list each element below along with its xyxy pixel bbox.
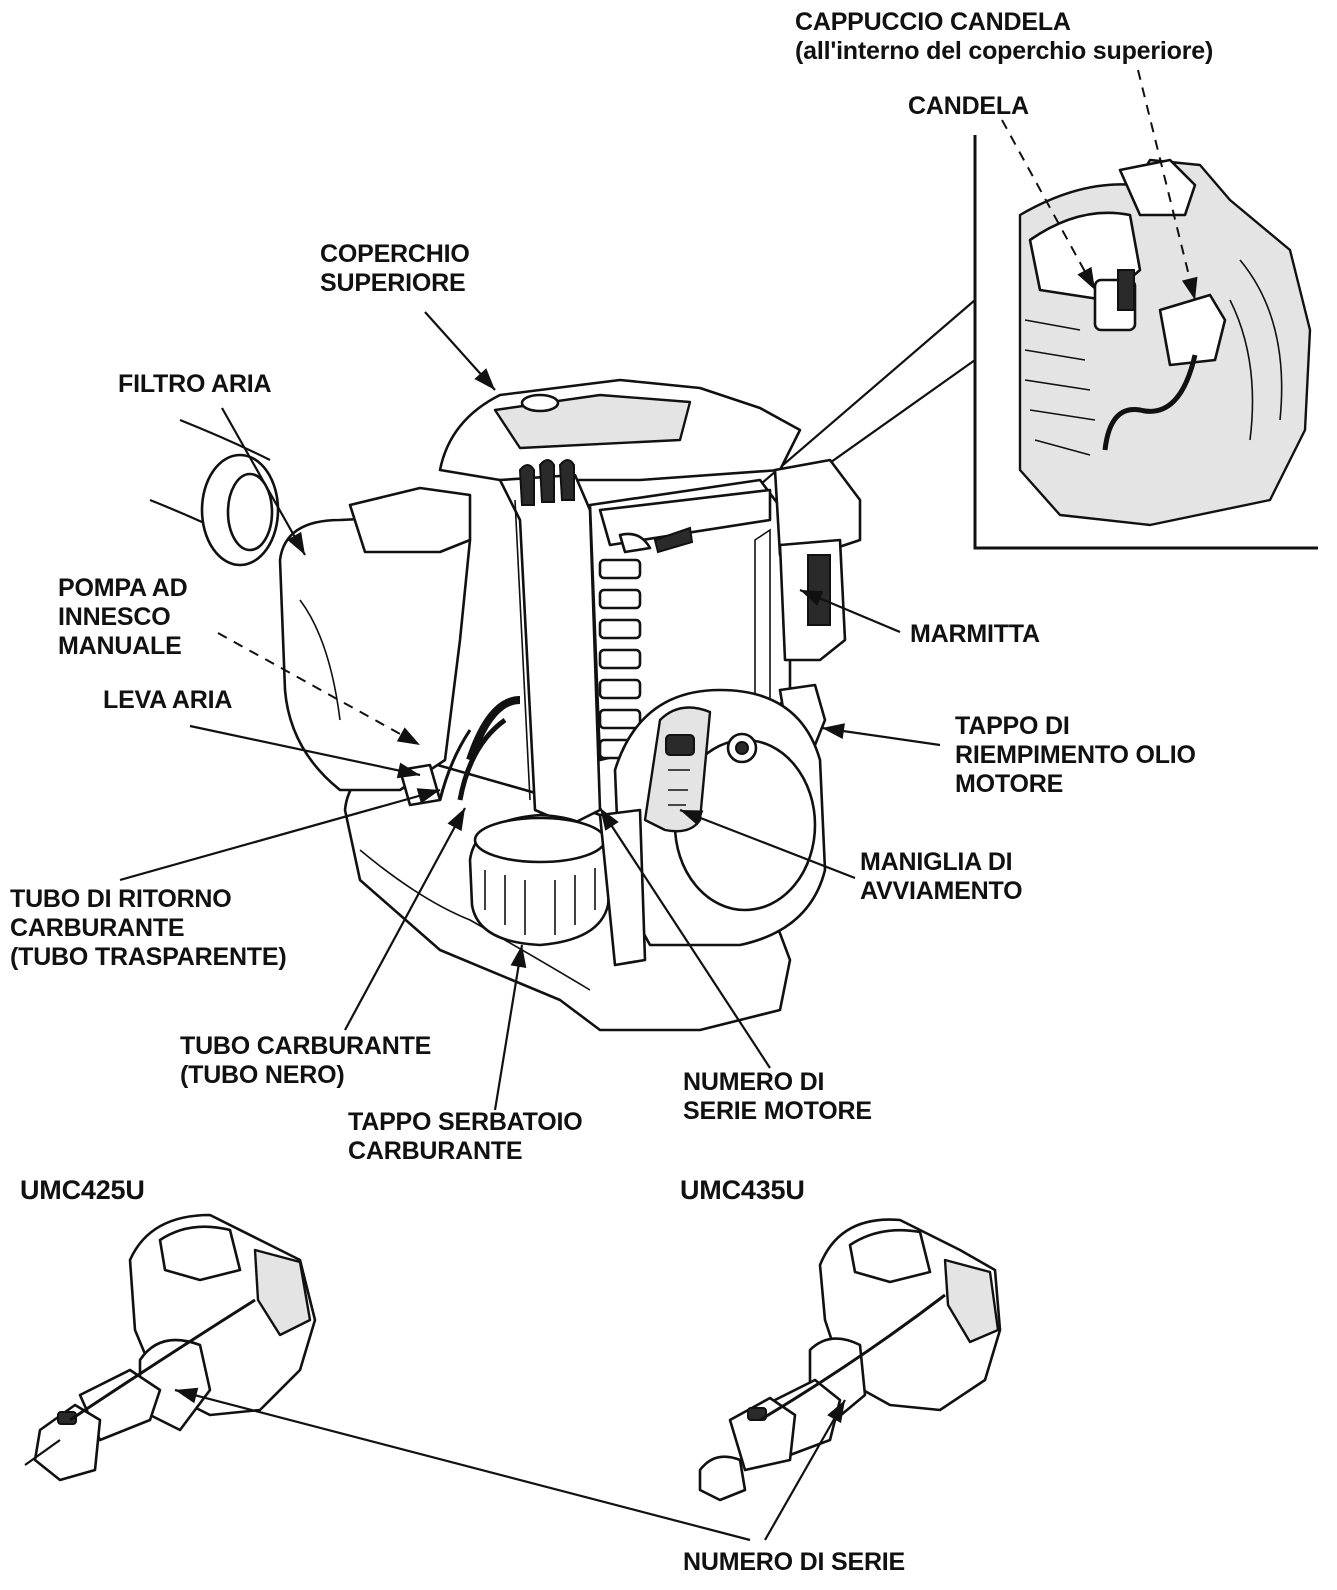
arrowhead-5 [822,723,845,740]
serial-leader-left [174,1388,751,1542]
arrowhead-14 [827,1400,845,1424]
arrowhead-13 [175,1387,199,1404]
arrowhead-7 [416,788,440,804]
trimmer-umc425u [24,1213,317,1482]
serial-leader-right [764,1399,846,1541]
intake-tube [149,418,280,567]
label-coperchio-superiore: COPERCHIO SUPERIORE [320,240,470,297]
label-tubo-ritorno: TUBO DI RITORNO CARBURANTE (TUBO TRASPAR… [10,885,287,971]
arrowhead-2 [396,727,420,745]
label-numero-serie: NUMERO DI SERIE [683,1548,906,1576]
label-tubo-carburante: TUBO CARBURANTE (TUBO NERO) [180,1032,432,1089]
label-filtro-aria: FILTRO ARIA [118,370,272,398]
trimmer-umc435u [698,1218,1002,1502]
label-marmitta: MARMITTA [910,620,1040,648]
arrowhead-12 [1181,276,1198,300]
arrowhead-11 [1077,266,1095,290]
label-leva-aria: LEVA ARIA [103,686,233,714]
arrowhead-9 [510,945,527,969]
label-tappo-olio: TAPPO DI RIEMPIMENTO OLIO MOTORE [955,712,1196,798]
leader-lines [119,69,1196,1111]
arrowhead-1 [287,531,305,555]
spark-plug-inset [973,135,1318,550]
label-tappo-serbatoio: TAPPO SERBATOIO CARBURANTE [348,1108,583,1165]
muffler [773,458,862,662]
engine-illustration [278,378,862,1032]
arrowhead-8 [447,808,465,832]
arrowheads [175,266,1198,1424]
arrowhead-6 [680,810,704,826]
arrowhead-3 [396,762,420,779]
arrowhead-4 [800,590,824,606]
arrowhead-0 [474,368,495,390]
arrowhead-10 [600,808,619,831]
label-numero-serie-motore: NUMERO DI SERIE MOTORE [683,1068,872,1125]
cooling-vents [518,459,575,506]
label-candela: CANDELA [908,92,1029,120]
model-label-right: UMC435U [680,1175,805,1205]
label-cappuccio-candela: CAPPUCCIO CANDELA (all'interno del coper… [795,8,1214,65]
fuel-tank-cap [468,813,614,947]
label-maniglia-avviamento: MANIGLIA DI AVVIAMENTO [860,848,1023,905]
model-label-left: UMC425U [20,1175,145,1205]
label-pompa-innesco: POMPA AD INNESCO MANUALE [58,574,188,660]
